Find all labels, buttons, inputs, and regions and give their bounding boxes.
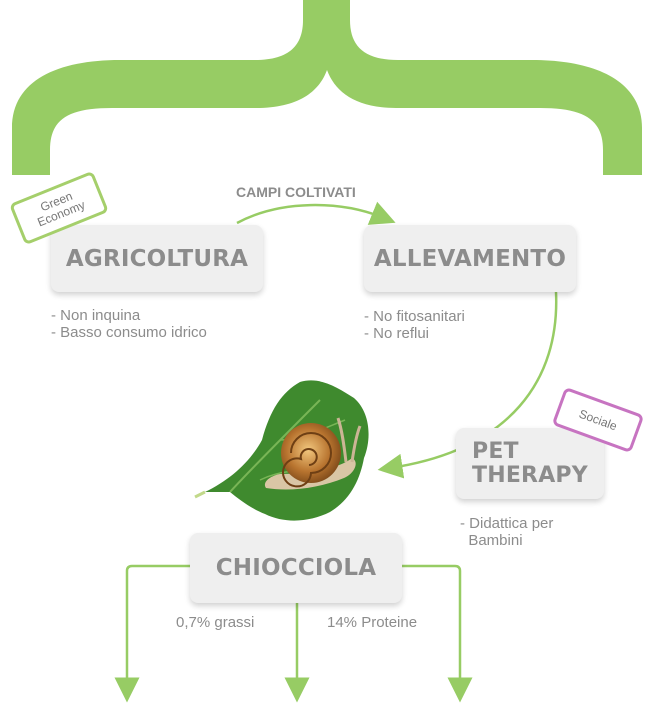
node-pet-therapy: PET THERAPY [456,428,604,499]
output-branches [114,564,473,703]
node-chiocciola: CHIOCCIOLA [190,533,402,603]
bullet-item: Bambini [460,532,523,549]
agricoltura-bullets: - Non inquina - Basso consumo idrico [51,307,207,341]
note-proteine: 14% Proteine [327,614,418,631]
node-chiocciola-title: CHIOCCIOLA [215,555,377,581]
allevamento-bullets: - No fitosanitari - No reflui [364,308,465,342]
pet-therapy-bullets: - Didattica per Bambini [460,515,553,549]
arrow-agricoltura-allevamento [236,201,396,225]
snail-on-leaf-icon [194,380,369,521]
bullet-item: - No reflui [364,325,430,342]
tag-sociale-label: Sociale [577,406,620,433]
node-allevamento: ALLEVAMENTO [364,225,576,292]
node-pet-therapy-title-line-1: PET [472,438,519,464]
bullet-item: - No fitosanitari [364,308,465,325]
node-agricoltura-title: AGRICOLTURA [65,245,249,272]
note-grassi: 0,7% grassi [176,614,255,631]
curly-brace-icon [12,0,642,175]
node-agricoltura: AGRICOLTURA [51,225,263,292]
bullet-item: - Basso consumo idrico [51,324,207,341]
bullet-item: - Didattica per [460,515,554,532]
node-allevamento-title: ALLEVAMENTO [373,245,567,272]
node-pet-therapy-title-line-2: THERAPY [472,462,588,488]
bullet-item: - Non inquina [51,307,141,324]
arrow-label-campi-coltivati: CAMPI COLTIVATI [236,184,356,200]
arrow-allevamento-snail [377,291,558,479]
